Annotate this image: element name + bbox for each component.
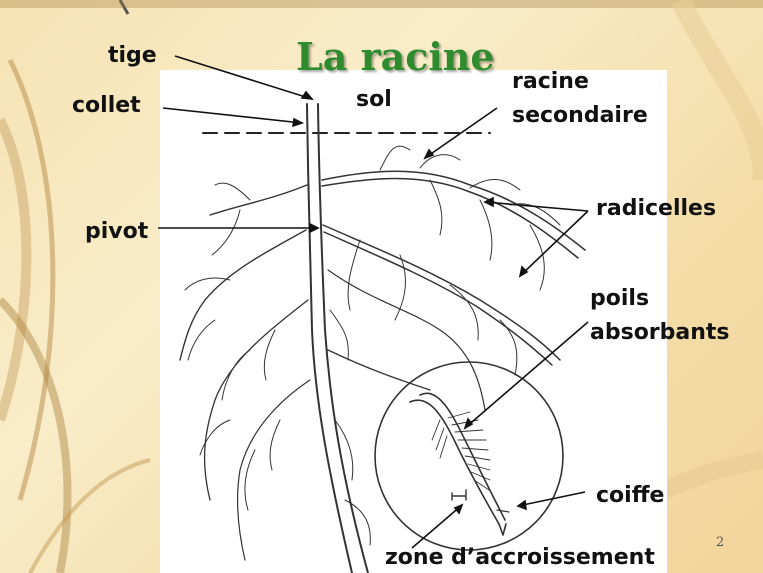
taproot	[307, 104, 352, 573]
secondary-root	[322, 171, 585, 250]
label-coiffe: coiffe	[596, 482, 664, 510]
label-sol: sol	[356, 86, 392, 114]
label-poils-line2: absorbants	[590, 319, 730, 347]
label-radicelles: radicelles	[596, 195, 716, 223]
label-racine-secondaire-line1: racine	[512, 68, 589, 96]
label-pivot: pivot	[85, 218, 148, 246]
label-tige: tige	[108, 42, 157, 70]
label-racine-secondaire-line2: secondaire	[512, 102, 648, 130]
label-collet: collet	[72, 92, 141, 120]
magnified-root-tip	[375, 362, 563, 550]
slide-title: La racine	[296, 34, 495, 79]
label-zone-accroissement: zone d’accroissement	[385, 544, 655, 572]
slide-number: 2	[716, 535, 724, 550]
label-poils-line1: poils	[590, 285, 649, 313]
